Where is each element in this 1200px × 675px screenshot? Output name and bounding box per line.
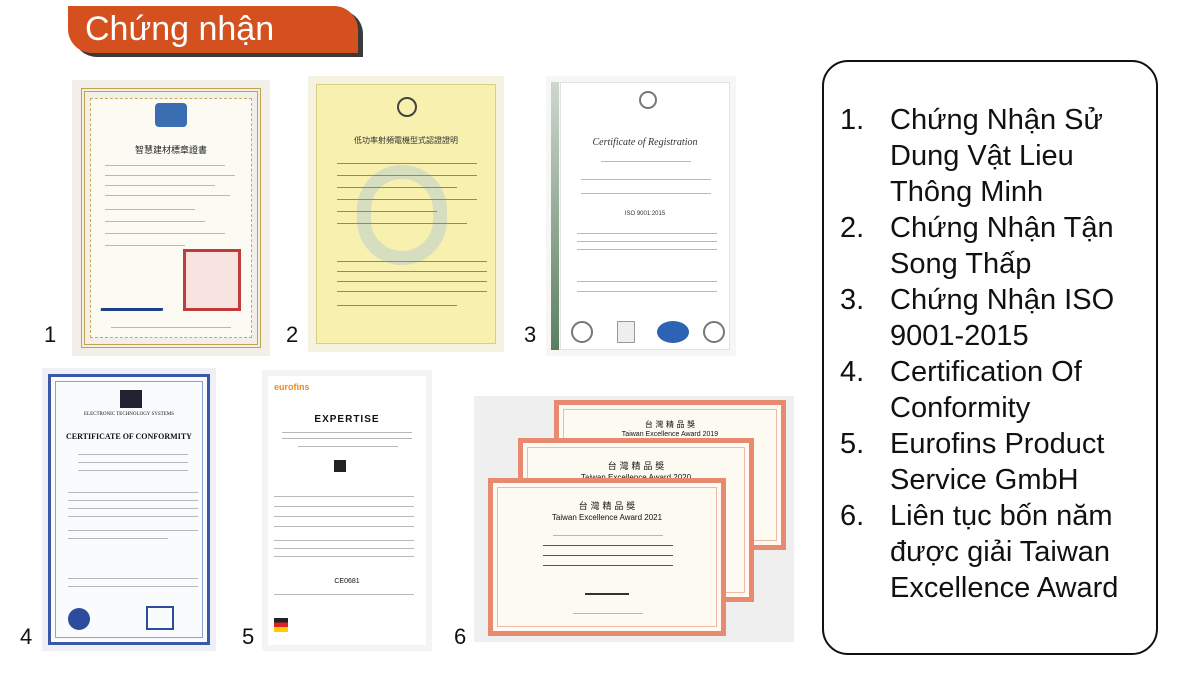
flag-icon xyxy=(334,460,346,472)
emblem-icon xyxy=(639,91,657,109)
german-flag-icon xyxy=(274,618,288,632)
list-item: 1.Chứng Nhận Sử Dung Vật Lieu Thông Minh xyxy=(840,104,1103,208)
award-2021: 台 灣 精 品 獎 Taiwan Excellence Award 2021 xyxy=(488,478,726,636)
certificate-image-5: eurofins EXPERTISE CE0681 xyxy=(262,370,432,651)
tiba-logo-icon xyxy=(155,103,187,127)
certificate-number-5: 5 xyxy=(242,624,255,649)
signature-icon xyxy=(585,581,629,595)
red-seal-icon xyxy=(183,249,241,311)
certificate-number-3: 3 xyxy=(524,322,537,347)
list-item: 3.Chứng Nhận ISO 9001-2015 xyxy=(840,284,1115,352)
certificate-image-6: 台 灣 精 品 獎 Taiwan Excellence Award 2019 台… xyxy=(474,396,794,642)
watermark-icon xyxy=(357,165,447,265)
certificate-image-3: Certificate of Registration ISO 9001:201… xyxy=(546,76,736,356)
certificate-3-standard: ISO 9001:2015 xyxy=(624,211,666,217)
certificate-3-heading: Certificate of Registration xyxy=(592,137,698,148)
eurofins-logo: eurofins xyxy=(274,382,310,392)
iaf-logo-icon xyxy=(657,321,689,343)
certificate-number-2: 2 xyxy=(286,322,299,347)
certificate-number-6: 6 xyxy=(454,624,467,649)
list-item: 6.Liên tục bốn năm được giải Taiwan Exce… xyxy=(840,500,1119,604)
seal-icon xyxy=(703,321,725,343)
certificate-image-4: ELECTRONIC TECHNOLOGY SYSTEMS CERTIFICAT… xyxy=(42,368,216,651)
list-item: 4.Certification Of Conformity xyxy=(840,356,1082,424)
certificate-5-heading: EXPERTISE xyxy=(314,414,380,425)
list-item: 5.Eurofins Product Service GmbH xyxy=(840,428,1105,496)
certificate-1-heading: 智慧建材標章證書 xyxy=(134,146,207,156)
page-title: Chứng nhận xyxy=(68,6,358,53)
ttc-logo-icon xyxy=(397,97,417,117)
ukas-icon xyxy=(617,321,635,343)
certificate-image-1: 智慧建材標章證書 xyxy=(72,80,270,356)
certificate-2-heading: 低功率射頻電機型式認證證明 xyxy=(354,136,458,145)
certificate-number-4: 4 xyxy=(20,624,33,649)
stamp-icon xyxy=(68,608,90,630)
certificate-number-1: 1 xyxy=(44,322,57,347)
certification-list: 1.Chứng Nhận Sử Dung Vật Lieu Thông Minh… xyxy=(840,102,1148,606)
certificate-4-heading: CERTIFICATE OF CONFORMITY xyxy=(66,432,192,441)
accreditation-icon xyxy=(571,321,593,343)
ets-stamp-icon xyxy=(146,606,174,630)
certification-list-panel: 1.Chứng Nhận Sử Dung Vật Lieu Thông Minh… xyxy=(822,60,1158,655)
ce-mark: CE0681 xyxy=(334,578,360,585)
certificate-4-org: ELECTRONIC TECHNOLOGY SYSTEMS xyxy=(83,412,174,417)
list-item: 2.Chứng Nhận Tận Song Thấp xyxy=(840,212,1114,280)
certificate-image-2: 低功率射頻電機型式認證證明 xyxy=(308,76,504,352)
signature-icon xyxy=(100,261,172,311)
ets-logo-icon xyxy=(120,390,142,408)
